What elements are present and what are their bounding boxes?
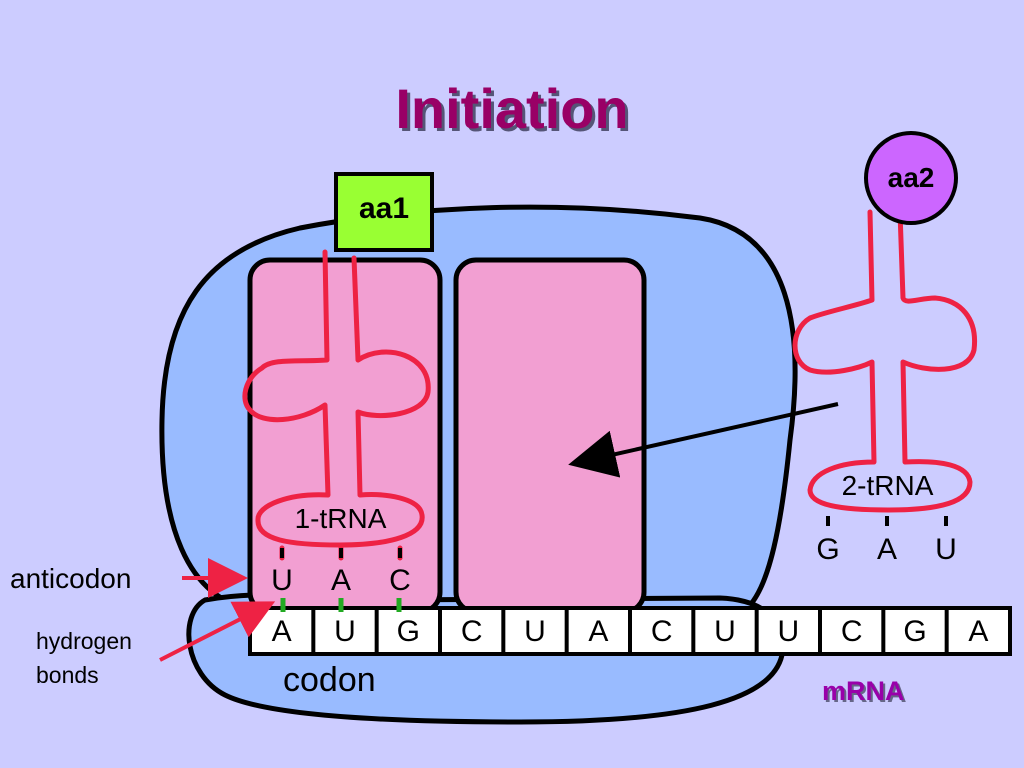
hydrogen-bonds-label-line2: bonds	[36, 662, 99, 688]
mrna-base: C	[650, 615, 673, 648]
anticodon-base: A	[330, 564, 351, 597]
trna-2-shape	[792, 209, 978, 513]
aa1-box	[334, 172, 434, 252]
anticodon-label: anticodon	[10, 563, 132, 594]
anticodon-base: U	[935, 533, 957, 566]
trna-entry-arrow	[568, 402, 839, 478]
aa2-label: aa2	[887, 162, 935, 193]
hydrogen-bonds-label-line1: hydrogen	[36, 628, 132, 654]
mrna-base: A	[588, 615, 609, 648]
mrna-base: G	[903, 615, 927, 648]
mrna-base: U	[714, 615, 736, 648]
mrna-base: C	[840, 615, 863, 648]
aa2-circle	[864, 131, 958, 225]
mrna-base: U	[334, 615, 356, 648]
mrna-label: mRNA	[822, 676, 905, 706]
mrna-codon-dividers	[311, 608, 949, 654]
anticodon-base: A	[876, 533, 897, 566]
mrna-base: U	[524, 615, 546, 648]
page-title: Initiation	[395, 77, 629, 140]
p-site	[247, 257, 443, 615]
mrna-base: U	[777, 615, 800, 648]
mrna-base: G	[396, 615, 420, 648]
aa1-label: aa1	[358, 192, 410, 225]
a-site	[453, 257, 647, 615]
trna-1-label: 1-tRNA	[294, 503, 387, 534]
mrna-bases: A U G C U A C U U C G A	[250, 612, 1010, 652]
mrna-base: C	[460, 615, 483, 648]
anticodon-base: U	[271, 564, 293, 597]
codon-label: codon	[283, 661, 376, 699]
anticodon-base: G	[816, 533, 840, 566]
anticodon-base: C	[389, 564, 411, 597]
mrna-base: A	[968, 615, 989, 648]
hydrogen-bonds-arrow	[159, 601, 276, 662]
hydrogen-bonds	[280, 598, 402, 612]
mrna-base: A	[271, 615, 292, 648]
trna-2-label: 2-tRNA	[841, 470, 934, 501]
